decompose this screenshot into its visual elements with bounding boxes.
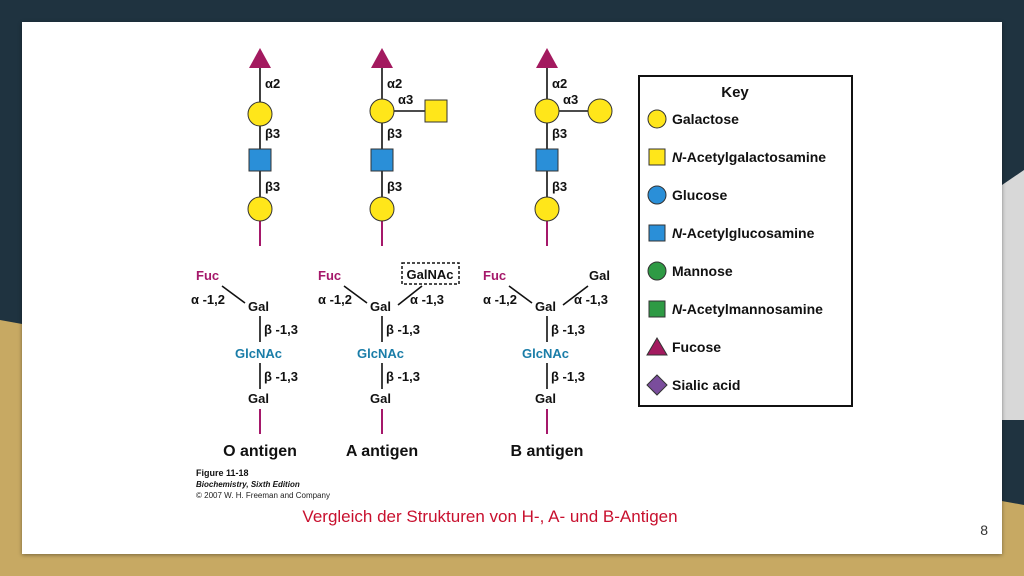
antigen-figure: α2 β3 β3 α2 α3 β3 β3 [191, 48, 853, 500]
gal-label: Gal [535, 299, 556, 314]
glcnac-label: GlcNAc [522, 346, 569, 361]
galactose-circle [587, 98, 613, 124]
beta-1-3-label: β -1,3 [264, 322, 298, 337]
link-beta3: β3 [387, 126, 402, 141]
galactose-circle [247, 101, 273, 127]
key-box: Key GalactoseN-AcetylgalactosamineGlucos… [638, 75, 853, 407]
link-alpha2: α2 [265, 76, 280, 91]
fuc-label: Fuc [196, 268, 219, 283]
key-circle-icon [647, 261, 667, 281]
key-square-icon [648, 300, 666, 318]
link-beta3: β3 [552, 126, 567, 141]
fuc-label: Fuc [318, 268, 341, 283]
galactose-circle [534, 196, 560, 222]
figure-book: Biochemistry, Sixth Edition [196, 480, 300, 489]
fucose-triangle [371, 48, 393, 68]
slide-caption: Vergleich der Strukturen von H-, A- und … [22, 507, 1002, 527]
alpha-1-2-label: α -1,2 [483, 292, 517, 307]
glcnac-label: GlcNAc [357, 346, 404, 361]
b-antigen-symbol-tree: α2 α3 β3 β3 [534, 48, 613, 246]
gal-label: Gal [535, 391, 556, 406]
figure-credit: Figure 11-18 Biochemistry, Sixth Edition… [196, 468, 330, 500]
key-diamond-icon [646, 374, 668, 396]
gal-label: Gal [248, 299, 269, 314]
o-antigen-symbol-tree: α2 β3 β3 [247, 48, 280, 246]
key-circle-icon [647, 185, 667, 205]
beta-1-3-label: β -1,3 [264, 369, 298, 384]
key-items: GalactoseN-AcetylgalactosamineGlucoseN-A… [646, 109, 826, 396]
gal-label: Gal [370, 391, 391, 406]
figure-copyright: © 2007 W. H. Freeman and Company [196, 491, 330, 500]
fucose-triangle [536, 48, 558, 68]
figure-number: Figure 11-18 [196, 468, 249, 478]
gal-label: Gal [370, 299, 391, 314]
key-square-icon [648, 224, 666, 242]
n-acetylglucosamine-square [535, 148, 559, 172]
n-acetylgalactosamine-square [424, 99, 448, 123]
galnac-dashed-box [401, 262, 460, 285]
key-triangle-icon [646, 337, 668, 356]
alpha-1-3-label: α -1,3 [410, 292, 444, 307]
link-alpha3: α3 [563, 92, 578, 107]
link-beta3: β3 [265, 179, 280, 194]
link-alpha3: α3 [398, 92, 413, 107]
beta-1-3-label: β -1,3 [551, 322, 585, 337]
a-antigen-label: A antigen [346, 443, 418, 460]
b-antigen-label: B antigen [511, 443, 584, 460]
fuc-label: Fuc [483, 268, 506, 283]
b-antigen-text-tree: Fuc α -1,2 Gal α -1,3 Gal β -1,3 GlcNAc … [483, 268, 610, 460]
key-title: Key [721, 84, 749, 101]
beta-1-3-label: β -1,3 [386, 322, 420, 337]
link-beta3: β3 [387, 179, 402, 194]
key-item-label: N-Acetylglucosamine [672, 225, 815, 241]
a-antigen-symbol-tree: α2 α3 β3 β3 [369, 48, 448, 246]
link-alpha2: α2 [387, 76, 402, 91]
galactose-circle [534, 98, 560, 124]
key-item-label: Glucose [672, 187, 727, 203]
key-square-icon [648, 148, 666, 166]
galactose-circle [247, 196, 273, 222]
beta-1-3-label: β -1,3 [386, 369, 420, 384]
n-acetylglucosamine-square [370, 148, 394, 172]
o-antigen-text-tree: Fuc α -1,2 Gal β -1,3 GlcNAc β -1,3 Gal … [191, 268, 298, 460]
galactose-circle [369, 98, 395, 124]
key-item-label: Sialic acid [672, 377, 740, 393]
galactose-circle [369, 196, 395, 222]
glcnac-label: GlcNAc [235, 346, 282, 361]
page-number: 8 [980, 522, 988, 538]
alpha-1-2-label: α -1,2 [191, 292, 225, 307]
a-antigen-text-tree: Fuc α -1,2 GalNAc α -1,3 Gal β -1,3 GlcN… [318, 262, 460, 460]
link-beta3: β3 [552, 179, 567, 194]
key-circle-icon [647, 109, 667, 129]
slide: α2 β3 β3 α2 α3 β3 β3 [22, 22, 1002, 554]
key-item-label: N-Acetylgalactosamine [672, 149, 826, 165]
link-beta3: β3 [265, 126, 280, 141]
key-item-label: Galactose [672, 111, 739, 127]
galnac-label: GalNAc [407, 267, 454, 282]
gal-label: Gal [589, 268, 610, 283]
key-item-label: N-Acetylmannosamine [672, 301, 823, 317]
beta-1-3-label: β -1,3 [551, 369, 585, 384]
link-alpha2: α2 [552, 76, 567, 91]
caption-text: Vergleich der Strukturen von H-, A- und … [302, 507, 678, 526]
key-item-label: Fucose [672, 339, 721, 355]
o-antigen-label: O antigen [223, 443, 297, 460]
fucose-triangle [249, 48, 271, 68]
n-acetylglucosamine-square [248, 148, 272, 172]
key-item-label: Mannose [672, 263, 733, 279]
gray-edge-right [1002, 170, 1024, 420]
alpha-1-2-label: α -1,2 [318, 292, 352, 307]
alpha-1-3-label: α -1,3 [574, 292, 608, 307]
gal-label: Gal [248, 391, 269, 406]
